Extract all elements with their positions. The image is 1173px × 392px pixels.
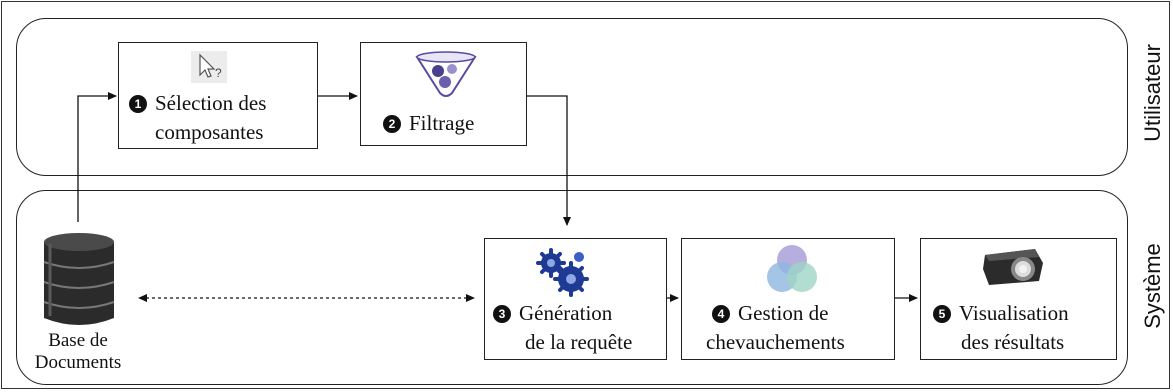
node-4-label-line2: chevauchements [706,327,845,357]
step-4-line1: Gestion de [738,301,829,325]
step-number-5: 5 [933,305,951,323]
database-label-line1: Base de [48,330,108,351]
step-2-line1: Filtrage [409,111,475,135]
step-number-3: 3 [493,305,511,323]
node-filtrage: 2 Filtrage [360,42,527,146]
step-1-line2: composantes [155,120,264,144]
step-5-line1: Visualisation [959,301,1069,325]
lane-user [16,18,1128,176]
node-visualisation-resultats: 5 Visualisation des résultats [920,238,1117,360]
database-label-line2: Documents [34,352,122,373]
node-generation-requete: 3 Génération de la requête [484,238,667,360]
node-3-label: 3 Génération [493,298,612,328]
node-3-label-line2: de la requête [525,327,632,357]
node-4-label: 4 Gestion de [712,298,828,328]
arrow-db-to-selection [77,92,117,222]
cursor-help-icon: ? [191,51,227,88]
node-5-label: 5 Visualisation [933,298,1069,328]
database-icon [40,232,118,333]
svg-text:?: ? [215,66,222,80]
step-3-line1: Génération [519,301,613,325]
venn-circles-icon [764,241,820,302]
node-1-label-line2: composantes [155,117,263,147]
node-2-label: 2 Filtrage [383,108,474,138]
step-5-line2: des résultats [961,330,1065,354]
node-gestion-chevauchements: 4 Gestion de chevauchements [681,238,895,360]
step-number-1: 1 [129,95,147,113]
arrow-filtrage-to-generation [527,95,571,226]
step-4-line2: chevauchements [706,330,845,354]
step-1-line1: Sélection des [155,91,267,115]
step-3-line2: de la requête [525,330,633,354]
node-5-label-line2: des résultats [961,327,1064,357]
node-1-label: 1 Sélection des [129,88,266,118]
projector-icon [981,245,1045,294]
node-selection-composantes: ? 1 Sélection des composantes [118,42,318,149]
lane-system [16,190,1128,385]
database-label: Base de Documents [18,330,138,374]
funnel-filter-icon [414,49,478,104]
gears-icon [535,247,589,302]
step-number-4: 4 [712,305,730,323]
step-number-2: 2 [383,115,401,133]
